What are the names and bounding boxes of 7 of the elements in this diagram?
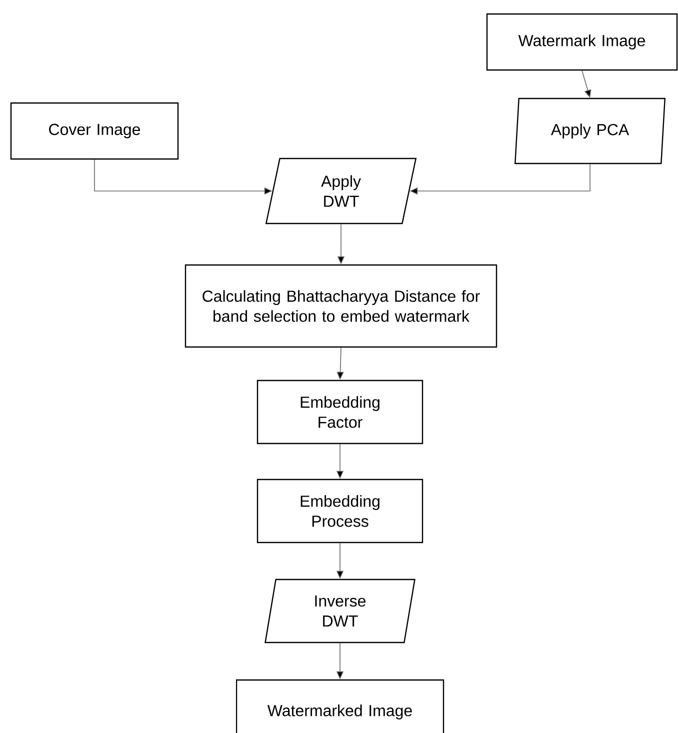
process-box: Embedding Factor — [256, 380, 424, 444]
parallelogram-box: Inverse DWT — [264, 578, 416, 644]
process-box: Watermark Image — [486, 13, 678, 71]
process-box: Cover Image — [10, 102, 179, 160]
process-box: Embedding Process — [256, 478, 424, 544]
process-box: Watermarked Image — [236, 679, 444, 733]
process-box: Calculating Bhattacharyya Distance for band selection to embed watermark — [184, 264, 498, 348]
